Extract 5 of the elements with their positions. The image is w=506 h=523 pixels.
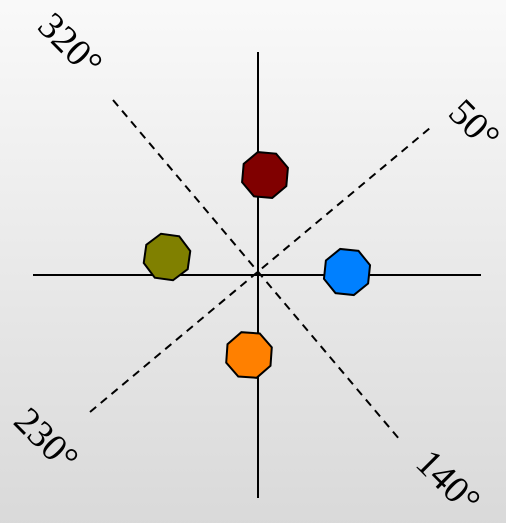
angle-label: 230° (6, 400, 86, 480)
octagon-shape (222, 328, 276, 382)
angle-label: 140° (408, 442, 488, 522)
angle-label: 320° (30, 4, 110, 86)
angle-label: 50° (440, 91, 506, 159)
